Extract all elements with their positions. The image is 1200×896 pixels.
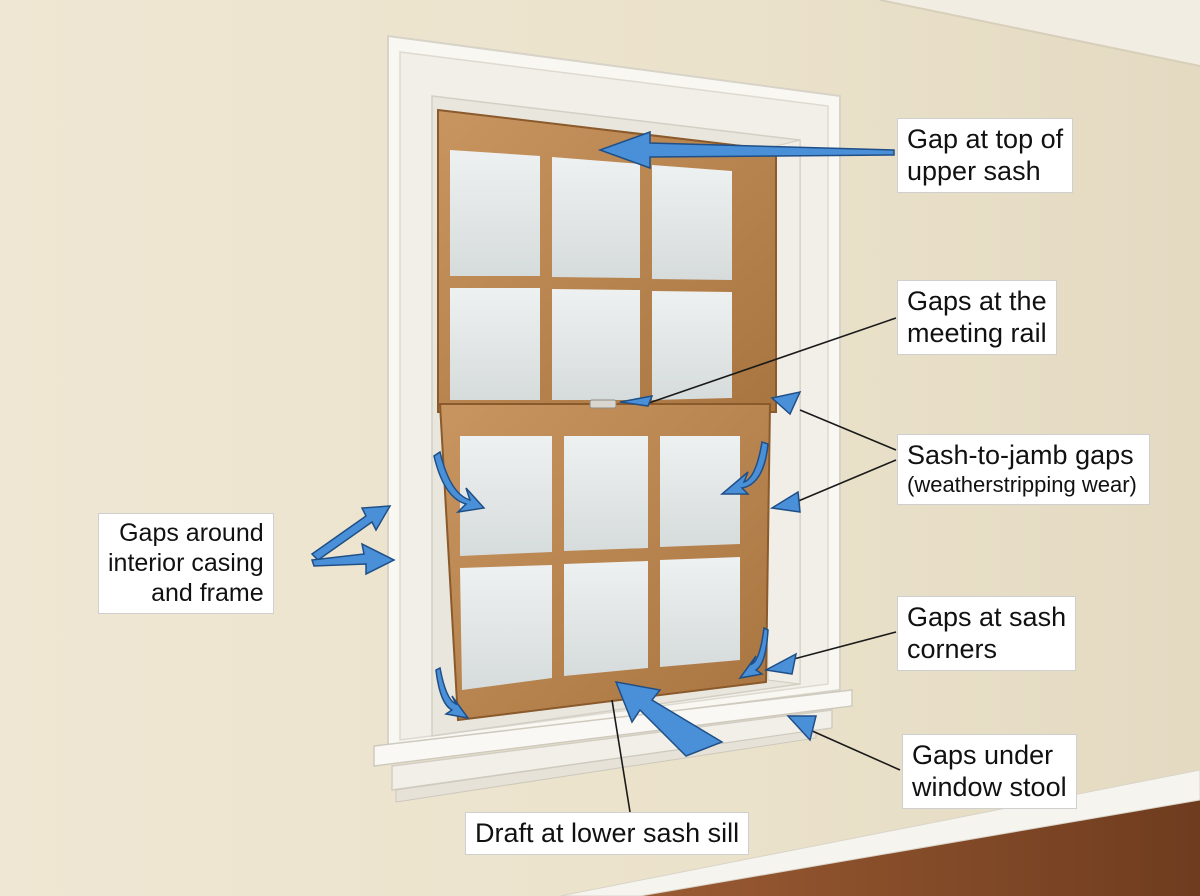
arrow-casing-lower <box>310 542 396 576</box>
arrow-corner-right-a <box>738 626 769 680</box>
arrow-stool <box>786 715 817 742</box>
arrow-meeting-rail <box>619 395 654 407</box>
air-arrows <box>310 130 895 757</box>
arrow-curve-left <box>433 450 486 514</box>
arrow-corner-right-b <box>763 652 798 675</box>
arrow-sill-draft <box>614 681 724 757</box>
arrow-curve-right <box>719 441 769 495</box>
leader-lines <box>611 317 901 813</box>
upper-sash <box>437 108 777 413</box>
sash-lock <box>589 399 617 409</box>
callout-stool: Gaps under window stool <box>902 734 1077 809</box>
arrow-jamb-upper <box>770 390 802 416</box>
callout-sill: Draft at lower sash sill <box>465 812 750 855</box>
arrow-top-sash <box>597 130 895 170</box>
callout-casing: Gaps around interior casing and frame <box>98 513 274 614</box>
callout-meeting-rail: Gaps at the meeting rail <box>897 280 1057 355</box>
callout-top-sash: Gap at top of upper sash <box>897 118 1074 193</box>
arrow-casing-upper <box>310 505 392 561</box>
callout-corners: Gaps at sash corners <box>897 596 1077 671</box>
callout-jamb: Sash-to-jamb gaps (weatherstripping wear… <box>897 434 1150 505</box>
lower-sash <box>438 403 772 722</box>
arrow-corner-left <box>435 666 470 720</box>
arrow-jamb-lower <box>769 490 801 513</box>
